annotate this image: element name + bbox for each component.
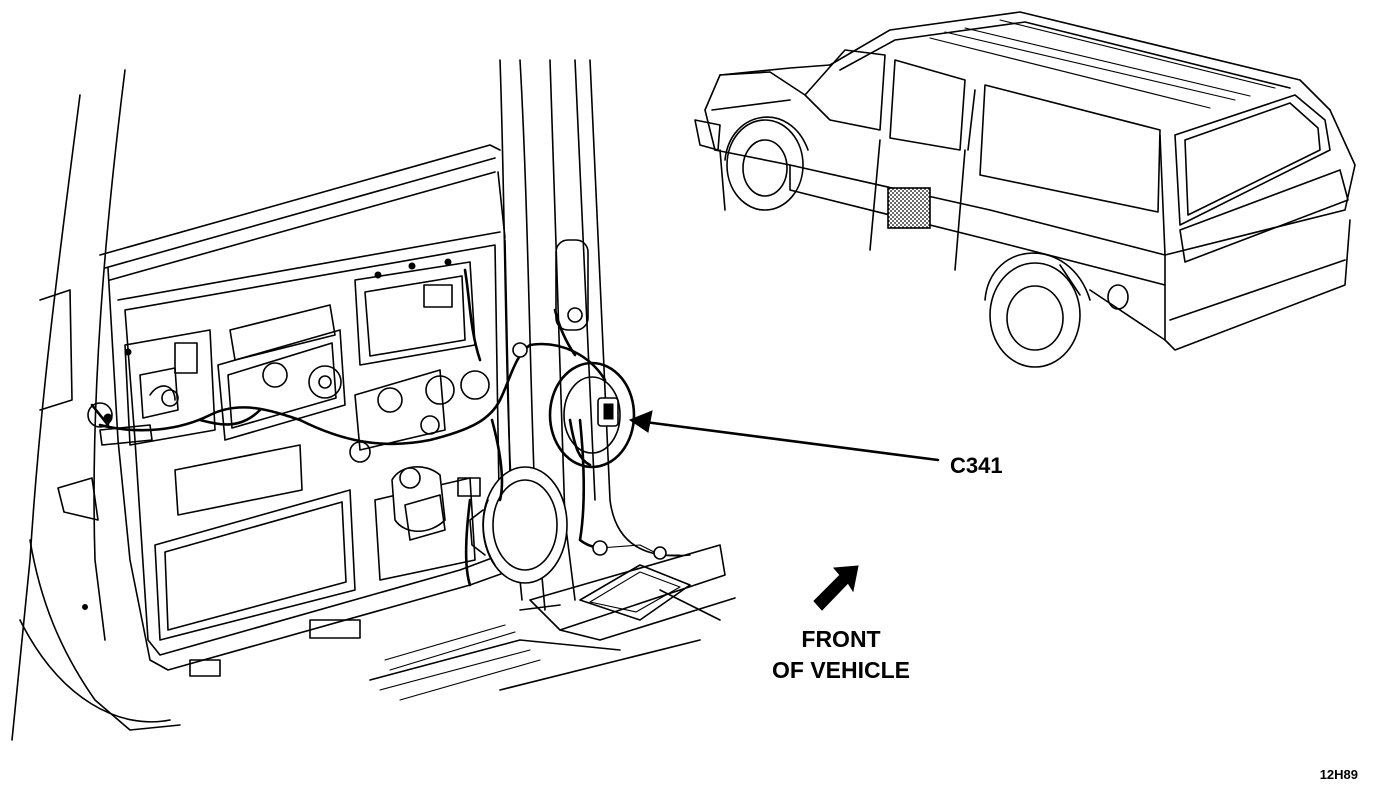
door-opening-body bbox=[11, 59, 736, 741]
c341-callout-arrow bbox=[628, 410, 940, 462]
c341-connector bbox=[548, 361, 636, 469]
front-direction-arrow-icon bbox=[813, 565, 859, 611]
figure-code-label: 12H89 bbox=[1320, 767, 1358, 782]
wiring-harness bbox=[98, 268, 681, 587]
door-inner-panel bbox=[87, 144, 513, 677]
fuel-door-highlight bbox=[887, 187, 931, 229]
direction-label-line1: FRONT bbox=[801, 626, 880, 652]
direction-label-line2: OF VEHICLE bbox=[772, 657, 910, 683]
door-speaker bbox=[469, 466, 568, 584]
connector-label: C341 bbox=[950, 453, 1003, 478]
vehicle-overview bbox=[694, 11, 1356, 368]
